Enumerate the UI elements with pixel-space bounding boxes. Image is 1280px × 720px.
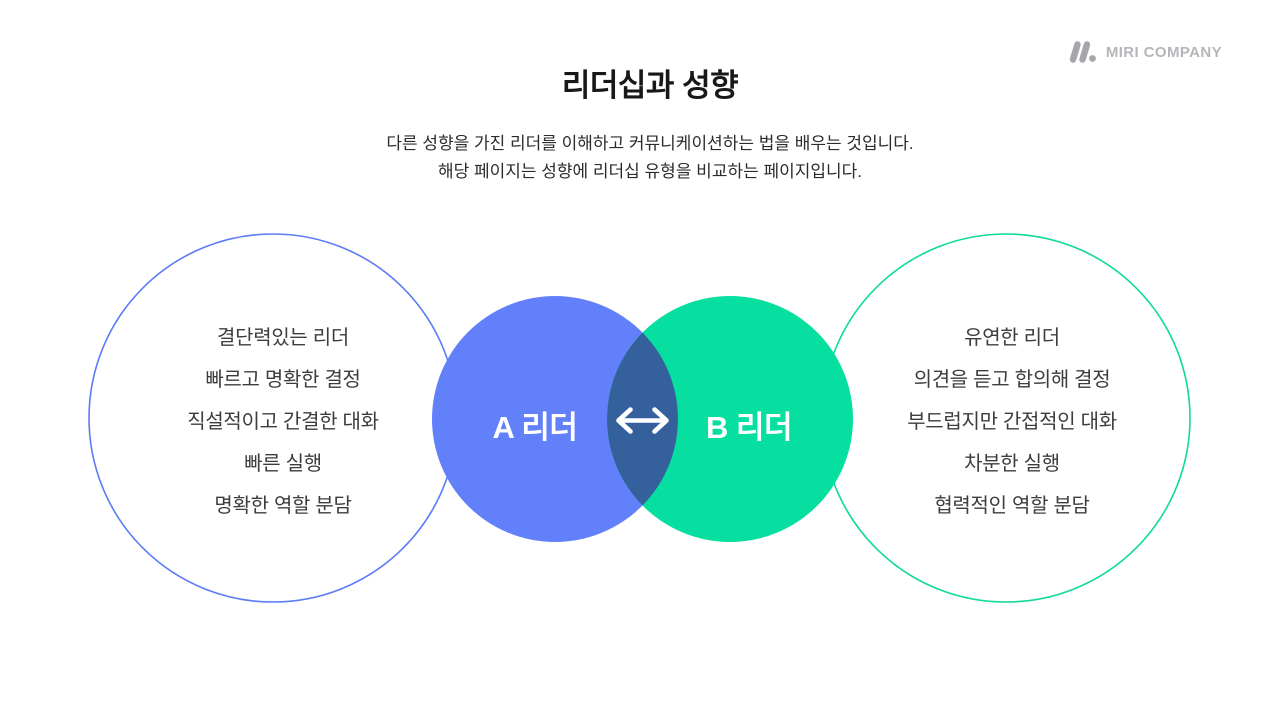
company-logo: MIRI COMPANY [1064, 40, 1222, 64]
leader-a-traits-list: 결단력있는 리더 빠르고 명확한 결정 직설적이고 간결한 대화 빠른 실행 명… [83, 317, 483, 527]
list-item: 부드럽지만 간접적인 대화 [907, 411, 1117, 433]
list-item: 의견을 듣고 합의해 결정 [913, 369, 1111, 391]
leader-b-label: B 리더 [705, 410, 793, 445]
page-subtitle: 다른 성향을 가진 리더를 이해하고 커뮤니케이션하는 법을 배우는 것입니다.… [20, 130, 1280, 186]
list-item: 명확한 역할 분담 [214, 495, 352, 517]
list-item: 협력적인 역할 분담 [934, 495, 1090, 517]
miri-logo-icon [1069, 41, 1096, 63]
list-item: 빠르고 명확한 결정 [205, 369, 361, 391]
leader-b-traits-list: 유연한 리더 의견을 듣고 합의해 결정 부드럽지만 간접적인 대화 차분한 실… [812, 317, 1212, 527]
leader-a-circle [432, 296, 678, 542]
company-name: MIRI COMPANY [1105, 43, 1222, 61]
slide-header: 리더십과 성향 다른 성향을 가진 리더를 이해하고 커뮤니케이션하는 법을 배… [20, 66, 1280, 186]
list-item: 직설적이고 간결한 대화 [187, 411, 379, 433]
leader-a-label: A 리더 [492, 410, 578, 445]
list-item: 빠른 실행 [244, 453, 322, 475]
leader-b-circle [607, 296, 853, 542]
list-item: 차분한 실행 [964, 453, 1060, 475]
page-title: 리더십과 성향 [561, 68, 739, 103]
double-headed-arrow-icon [616, 407, 669, 434]
subtitle-line-2: 해당 페이지는 성향에 리더십 유형을 비교하는 페이지입니다. [437, 162, 863, 181]
list-item: 결단력있는 리더 [217, 327, 349, 349]
list-item: 유연한 리더 [964, 327, 1060, 349]
subtitle-line-1: 다른 성향을 가진 리더를 이해하고 커뮤니케이션하는 법을 배우는 것입니다. [386, 134, 914, 153]
